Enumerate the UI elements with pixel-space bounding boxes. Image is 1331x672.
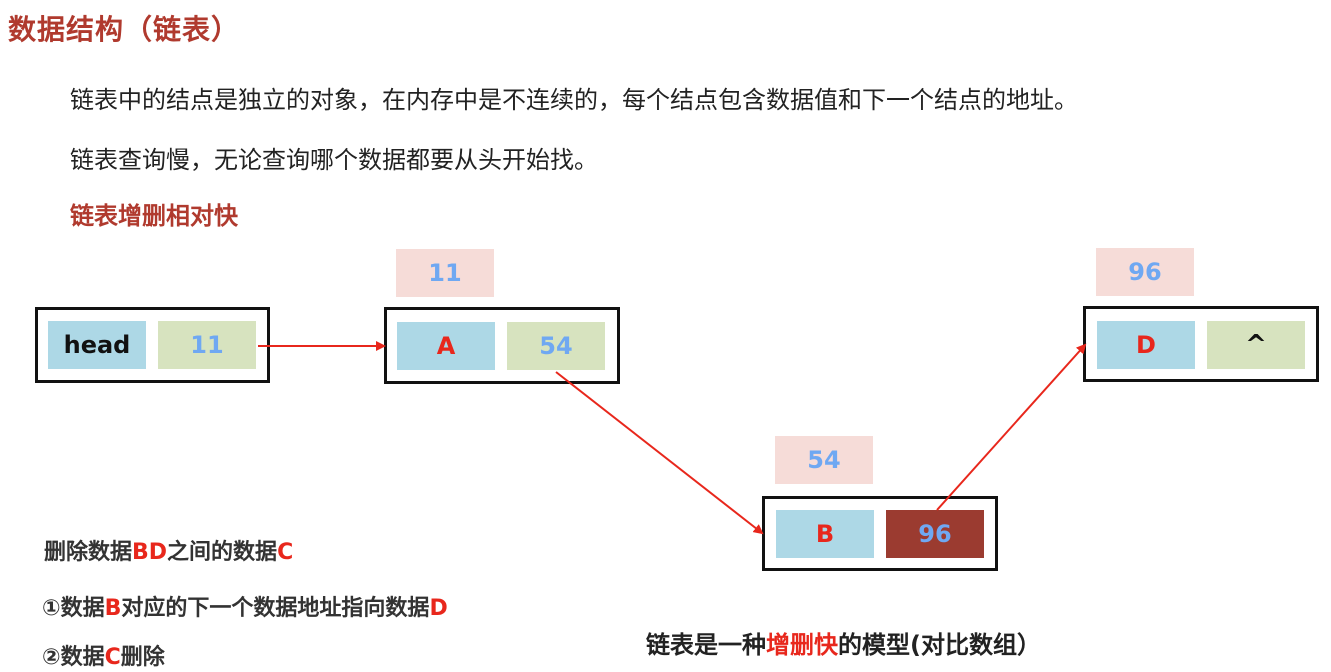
note-1-pre: 删除数据 (44, 540, 133, 565)
node-d-address: 96 (1096, 248, 1194, 296)
note-3-hl1: C (104, 645, 121, 670)
node-a-value-cell: A (397, 322, 495, 370)
node-a-address: 11 (396, 249, 494, 297)
note-1-hl2: C (277, 540, 294, 565)
note-line-1: 删除数据BD之间的数据C (44, 534, 293, 566)
note-2-hl1: B (104, 596, 122, 621)
summary-hl: 增删快 (766, 631, 838, 659)
summary-pre: 链表是一种 (646, 631, 766, 659)
description-paragraph-2: 链表查询慢，无论查询哪个数据都要从头开始找。 (70, 146, 598, 174)
node-d-value-cell: D (1097, 321, 1195, 369)
node-d-next-cell: ^ (1207, 321, 1305, 369)
node-b-address: 54 (775, 436, 873, 484)
summary-text: 链表是一种增删快的模型(对比数组） (646, 625, 1041, 660)
node-b-value-cell: B (776, 510, 874, 558)
node-b: B 96 (762, 496, 998, 571)
note-2-pre: ①数据 (42, 596, 105, 621)
note-line-3: ②数据C删除 (42, 639, 165, 671)
subtitle: 链表增删相对快 (70, 202, 238, 230)
description-paragraph-1: 链表中的结点是独立的对象，在内存中是不连续的，每个结点包含数据值和下一个结点的地… (70, 86, 1078, 114)
summary-post: 的模型(对比数组） (838, 631, 1041, 659)
arrow-a-to-b (555, 371, 764, 535)
head-node: head 11 (35, 307, 270, 383)
page-title: 数据结构（链表） (8, 13, 241, 46)
note-2-hl2: D (429, 596, 448, 621)
arrow-b-to-d (936, 343, 1087, 511)
node-a: A 54 (384, 307, 620, 384)
head-label-cell: head (48, 321, 146, 369)
node-b-next-cell: 96 (886, 510, 984, 558)
head-next-cell: 11 (158, 321, 256, 369)
note-1-mid: 之间的数据 (167, 540, 278, 565)
note-1-hl1: BD (132, 540, 168, 565)
note-3-pre: ②数据 (42, 645, 105, 670)
note-3-post: 删除 (120, 645, 165, 670)
note-line-2: ①数据B对应的下一个数据地址指向数据D (42, 590, 448, 622)
node-a-next-cell: 54 (507, 322, 605, 370)
note-2-mid: 对应的下一个数据地址指向数据 (121, 596, 430, 621)
node-d: D ^ (1083, 306, 1319, 382)
